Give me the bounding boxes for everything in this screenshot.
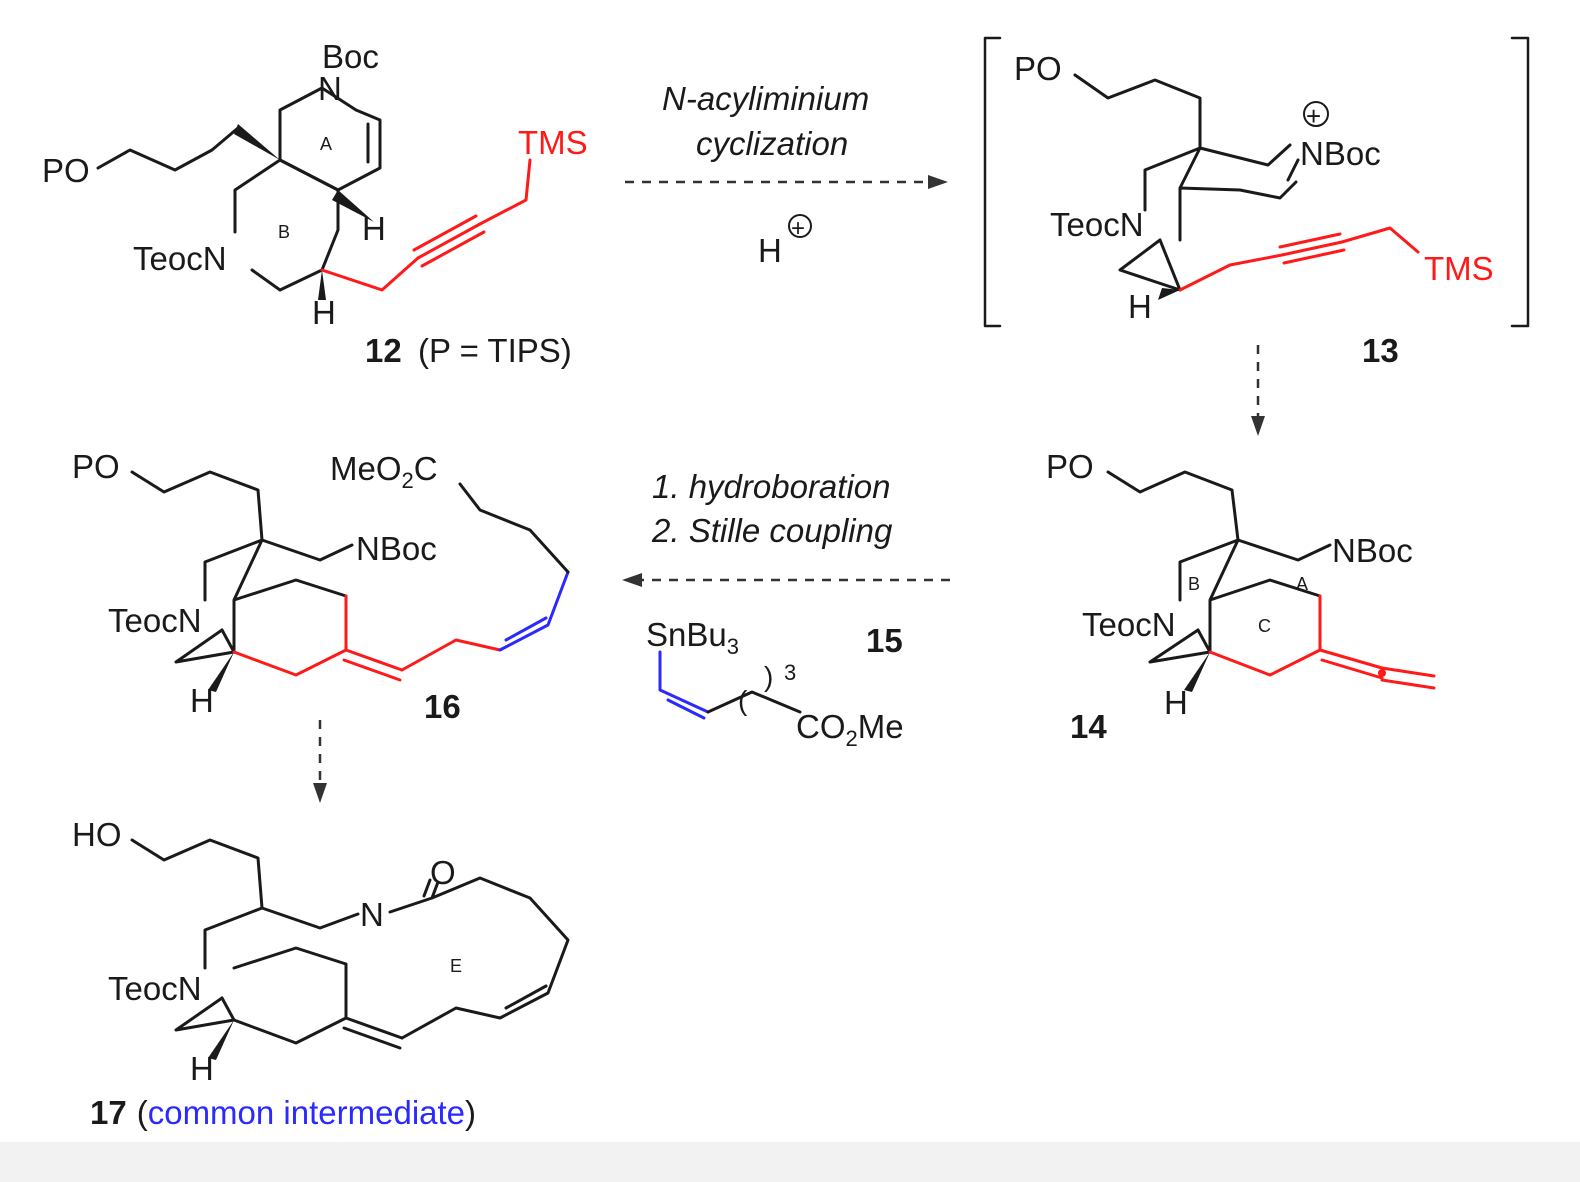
compound-number-13: 13 — [1362, 332, 1399, 369]
ring-label-a: A — [1296, 574, 1308, 594]
ring-label-a: A — [320, 134, 332, 154]
paren-open: ( — [738, 685, 748, 716]
compound-number-14: 14 — [1070, 708, 1107, 745]
arrow-16-to-17 — [313, 720, 327, 803]
ring-label-e: E — [450, 956, 462, 976]
label-h: H — [190, 682, 214, 719]
ring-label-b: B — [278, 222, 290, 242]
ring-label-b: B — [1188, 574, 1200, 594]
label-h: H — [1128, 288, 1152, 325]
label-boc: Boc — [322, 38, 379, 75]
compound-14: PO NBoc B A C TeocN H 14 — [1046, 448, 1436, 745]
label-h: H — [362, 210, 386, 247]
label-teocn: TeocN — [108, 602, 202, 639]
label-o: O — [430, 854, 456, 891]
label-h: H — [312, 294, 336, 331]
label-h: H — [190, 1050, 214, 1087]
label-nboc: NBoc — [1332, 532, 1413, 569]
label-po: PO — [42, 152, 90, 189]
label-co2me: CO2Me — [796, 708, 904, 751]
label-tms: TMS — [518, 124, 588, 161]
label-teocn: TeocN — [1050, 206, 1144, 243]
label-teocn: TeocN — [133, 240, 227, 277]
compound-16: PO MeO2C NBoc TeocN H 16 — [72, 448, 570, 725]
label-teocn: TeocN — [1082, 606, 1176, 643]
step2-line1: 1. hydroboration — [652, 468, 891, 505]
repeat-count: 3 — [784, 660, 796, 685]
bottom-band — [0, 1142, 1580, 1182]
compound-13: PO + NBoc TeocN H TMS 13 — [983, 36, 1530, 369]
label-po: PO — [72, 448, 120, 485]
compound-15: SnBu3 ( ) 3 CO2Me 15 — [646, 616, 904, 751]
compound-17: HO O N E TeocN H 17(common intermediate) — [72, 816, 570, 1131]
compound-number-15: 15 — [866, 622, 903, 659]
charge-plus-icon — [788, 214, 812, 238]
label-po: PO — [1046, 448, 1094, 485]
step2-line2: 2. Stille coupling — [651, 512, 893, 549]
ring-label-c: C — [1258, 616, 1271, 636]
arrow-13-to-14 — [1251, 345, 1265, 436]
label-n: N — [360, 896, 384, 933]
arrow-step-1: N-acyliminium cyclization H + — [625, 80, 948, 269]
compound-note-12: (P = TIPS) — [418, 332, 572, 369]
label-po: PO — [1014, 50, 1062, 87]
label-teocn: TeocN — [108, 970, 202, 1007]
compound-12: Boc N PO A B TeocN H H TMS 12 (P = TIPS) — [42, 38, 588, 369]
step1-line2: cyclization — [696, 125, 848, 162]
label-snbu3: SnBu3 — [646, 616, 739, 659]
step1-line1: N-acyliminium — [662, 80, 869, 117]
charge-plus: + — [1306, 101, 1321, 131]
step1-reagent: H — [758, 232, 782, 269]
label-nboc: NBoc — [356, 530, 437, 567]
compound-number-12: 12 — [365, 332, 402, 369]
paren-close: ) — [764, 661, 773, 692]
label-ho: HO — [72, 816, 122, 853]
arrow-step-2: 1. hydroboration 2. Stille coupling — [622, 468, 950, 587]
label-h: H — [1164, 684, 1188, 721]
charge-plus-icon — [1303, 101, 1329, 127]
label-n: N — [318, 70, 342, 107]
label-nboc: NBoc — [1300, 135, 1381, 172]
charge-plus: + — [791, 215, 805, 242]
compound-number-16: 16 — [424, 688, 461, 725]
compound-caption-17: 17(common intermediate) — [90, 1094, 476, 1131]
label-meo2c: MeO2C — [330, 450, 438, 493]
label-tms: TMS — [1424, 250, 1494, 287]
